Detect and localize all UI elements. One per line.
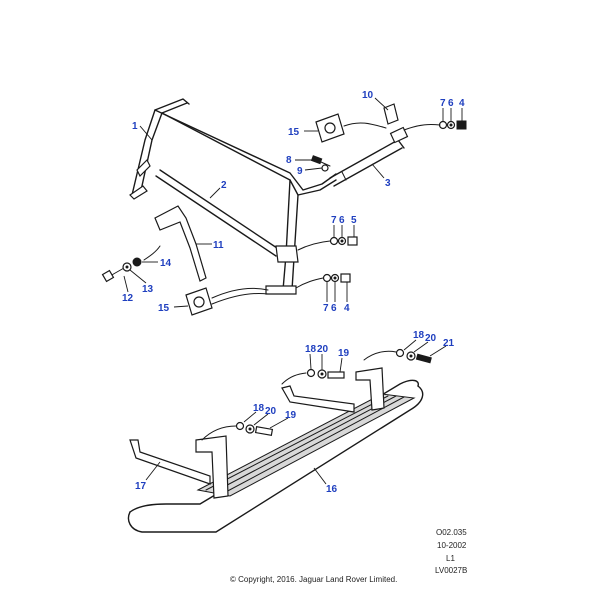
callout-19-left: 19 — [285, 410, 297, 421]
callout-6-middle: 6 — [339, 215, 345, 226]
mounting-plate-upper — [315, 113, 387, 143]
leader-lines — [123, 97, 463, 485]
callout-9: 9 — [297, 166, 303, 177]
callout-15-lower: 15 — [158, 303, 170, 314]
callout-17: 17 — [135, 481, 147, 492]
support-bracket-11 — [154, 205, 207, 282]
callout-18-middle: 18 — [305, 344, 317, 355]
callout-5: 5 — [351, 215, 357, 226]
copyright-notice: © Copyright, 2016. Jaguar Land Rover Lim… — [230, 575, 398, 584]
callout-8: 8 — [286, 155, 292, 166]
callout-7-lower: 7 — [323, 303, 329, 314]
callout-14: 14 — [160, 258, 172, 269]
callout-12: 12 — [122, 293, 134, 304]
drawing-level: L1 — [446, 554, 455, 563]
callout-18-left: 18 — [253, 403, 265, 414]
drawing-date: 10-2002 — [437, 541, 467, 550]
side-step-16 — [127, 367, 424, 533]
step-bracket-middle — [281, 385, 355, 413]
step-fastener-set-left — [201, 421, 274, 441]
callout-6-lower: 6 — [331, 303, 337, 314]
mounting-plate-lower — [185, 287, 269, 316]
fastener-12-13-14 — [101, 245, 161, 283]
callout-11: 11 — [213, 240, 224, 251]
callout-18-right: 18 — [413, 330, 425, 341]
callout-10: 10 — [362, 90, 374, 101]
fastener-8-9 — [310, 155, 331, 172]
callout-15-upper: 15 — [288, 127, 300, 138]
step-fastener-set-middle — [281, 368, 345, 385]
drawing-id: LV0027B — [435, 566, 468, 575]
callout-19-middle: 19 — [338, 348, 350, 359]
callout-16: 16 — [326, 484, 338, 495]
callout-6: 6 — [448, 98, 454, 109]
callout-13: 13 — [142, 284, 154, 295]
fastener-set-upper-right — [403, 120, 467, 131]
callout-labels: 1 2 3 4 6 7 8 9 10 11 12 13 14 15 15 5 6… — [122, 90, 465, 495]
bracket-10 — [383, 103, 399, 125]
step-fastener-set-right — [363, 348, 432, 364]
fastener-set-middle — [297, 236, 358, 251]
callout-3: 3 — [385, 178, 391, 189]
ref-code: O02.035 — [436, 528, 467, 537]
front-frame-tube — [129, 98, 337, 295]
callout-4: 4 — [459, 98, 465, 109]
callout-20-middle: 20 — [317, 344, 329, 355]
callout-2: 2 — [221, 180, 227, 191]
callout-7: 7 — [440, 98, 446, 109]
fastener-set-lower — [295, 273, 351, 289]
step-bracket-17 — [129, 439, 211, 485]
callout-21: 21 — [443, 338, 455, 349]
callout-4-lower: 4 — [344, 303, 350, 314]
callout-7-middle: 7 — [331, 215, 337, 226]
rear-tube — [329, 126, 409, 187]
callout-1: 1 — [132, 121, 138, 132]
callout-20-left: 20 — [265, 406, 277, 417]
callout-20-right: 20 — [425, 333, 437, 344]
